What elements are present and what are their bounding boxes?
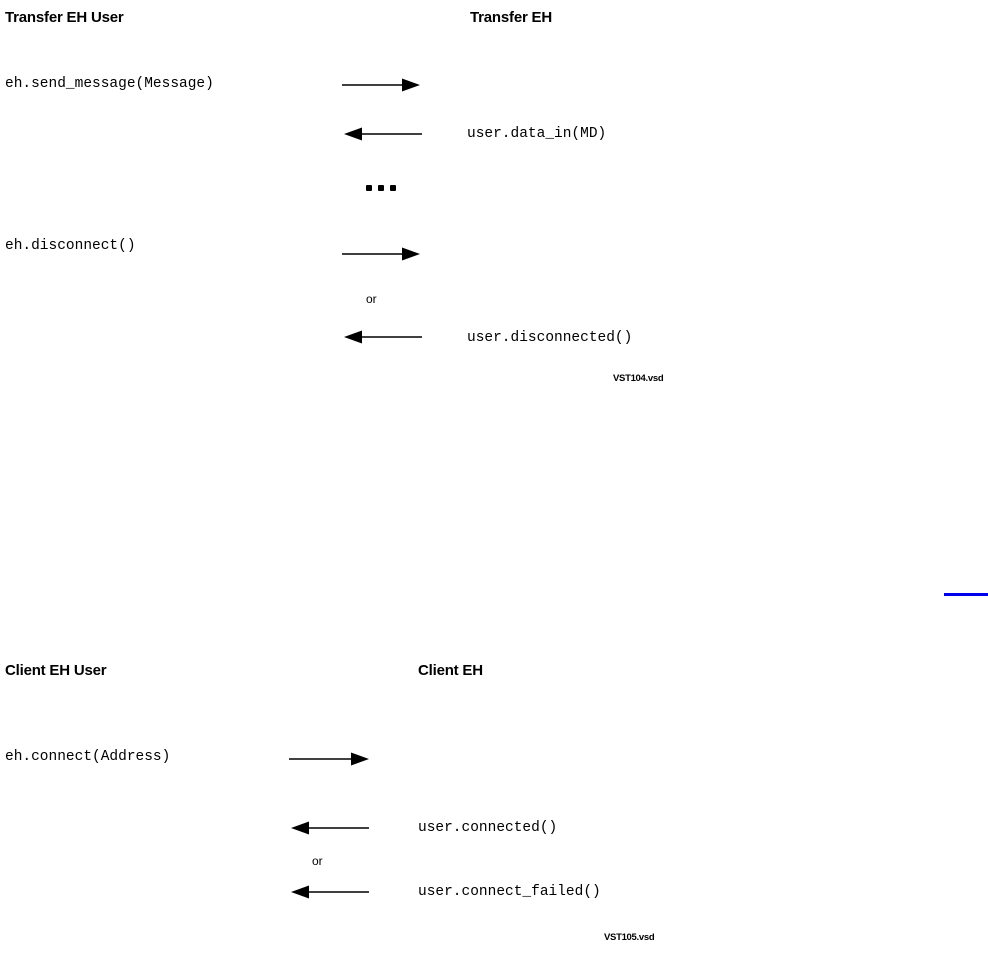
message-label-connect-failed: user.connect_failed() (418, 884, 601, 900)
arrow-right-connect (289, 752, 371, 766)
message-label-connected: user.connected() (418, 820, 558, 836)
arrow-left-disconnected (340, 330, 422, 344)
message-label-connect: eh.connect(Address) (5, 749, 171, 765)
arrow-left-connect-failed (287, 885, 369, 899)
lifeline-header-client-eh-user: Client EH User (5, 662, 107, 679)
message-label-data-in: user.data_in(MD) (467, 126, 607, 142)
sequence-diagram-transfer-eh: Transfer EH User Transfer EH eh.send_mes… (0, 0, 988, 400)
diagram-file-caption-vst105: VST105.vsd (604, 932, 655, 943)
sequence-diagram-client-eh: Client EH User Client EH eh.connect(Addr… (0, 650, 988, 961)
lifeline-header-transfer-eh-user: Transfer EH User (5, 9, 124, 26)
ellipsis-dot (378, 185, 384, 191)
message-label-disconnected: user.disconnected() (467, 330, 633, 346)
message-label-send-message: eh.send_message(Message) (5, 76, 214, 92)
lifeline-header-client-eh: Client EH (418, 662, 483, 679)
arrow-right-disconnect (342, 247, 422, 261)
arrow-left-data-in (340, 127, 422, 141)
ellipsis-dot (390, 185, 396, 191)
alternative-separator-or-1: or (366, 292, 377, 306)
ellipsis-continuation (366, 185, 396, 191)
alternative-separator-or-2: or (312, 854, 323, 868)
ellipsis-dot (366, 185, 372, 191)
arrow-left-connected (287, 821, 369, 835)
message-label-disconnect: eh.disconnect() (5, 238, 136, 254)
diagram-file-caption-vst104: VST104.vsd (613, 373, 664, 384)
lifeline-header-transfer-eh: Transfer EH (470, 9, 552, 26)
horizontal-rule-divider (944, 593, 988, 596)
arrow-right-send-message (342, 78, 422, 92)
